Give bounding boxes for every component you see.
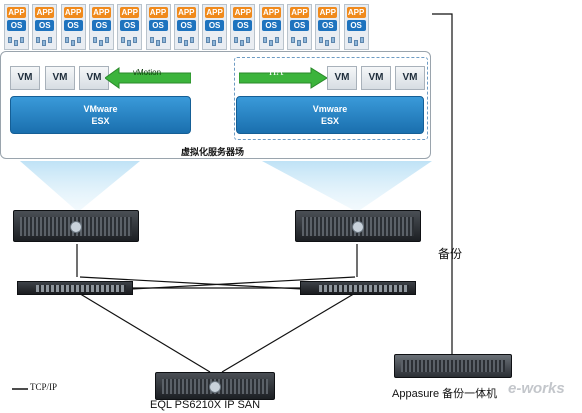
- os-label: OS: [176, 20, 196, 31]
- app-label: APP: [176, 7, 196, 18]
- server-farm-label: 虚拟化服务器场: [181, 147, 245, 157]
- san-label: EQL PS6210X IP SAN: [150, 399, 261, 411]
- app-label: APP: [7, 7, 26, 18]
- esx-label-line1: VMware: [83, 104, 118, 114]
- hardware-chips-icon: [149, 35, 168, 47]
- hardware-chips-icon: [318, 35, 337, 47]
- hardware-chips-icon: [233, 35, 252, 47]
- vm-box: VM: [10, 66, 40, 90]
- app-label: APP: [63, 7, 83, 18]
- app-os-tile: APP OS: [88, 4, 114, 50]
- app-label: APP: [346, 7, 366, 18]
- app-label: APP: [205, 7, 225, 18]
- app-label: APP: [120, 7, 140, 18]
- app-label: APP: [261, 7, 281, 18]
- hardware-chips-icon: [7, 35, 26, 47]
- right-projection-cone: [262, 161, 432, 212]
- right-esx-host: Vmware ESX: [236, 96, 424, 134]
- right-server: [295, 210, 421, 242]
- esx-label-line1: Vmware: [312, 104, 348, 114]
- os-label: OS: [290, 20, 309, 31]
- vmotion-label: vMotion: [133, 68, 162, 77]
- ha-label: HA: [269, 67, 284, 78]
- virtualization-server-farm: VM VM VM vMotion VMware ESX HA VM VM VM …: [0, 51, 431, 159]
- right-network-switch: [300, 281, 416, 295]
- app-os-tile: APP OS: [315, 4, 341, 50]
- app-os-tile: APP OS: [32, 4, 58, 50]
- hardware-chips-icon: [290, 35, 309, 47]
- os-label: OS: [205, 20, 225, 31]
- os-label: OS: [318, 20, 338, 31]
- os-label: OS: [91, 20, 111, 31]
- app-label: APP: [148, 7, 168, 18]
- os-label: OS: [63, 20, 83, 31]
- app-os-tile: APP OS: [343, 4, 369, 50]
- vm-box: VM: [45, 66, 75, 90]
- hardware-chips-icon: [64, 35, 83, 47]
- os-label: OS: [233, 20, 253, 31]
- appasure-label: Appasure 备份一体机: [392, 388, 498, 400]
- appasure-backup-appliance: [394, 354, 512, 378]
- hardware-chips-icon: [120, 35, 139, 47]
- ha-arrow: [239, 67, 327, 89]
- left-server: [13, 210, 139, 242]
- esx-label-line2: ESX: [320, 116, 339, 126]
- left-network-switch: [17, 281, 133, 295]
- left-esx-host: VMware ESX: [10, 96, 191, 134]
- app-label: APP: [35, 7, 55, 18]
- app-os-tile: APP OS: [117, 4, 143, 50]
- app-os-tile: APP OS: [4, 4, 29, 50]
- app-os-tile: APP OS: [258, 4, 284, 50]
- ha-group-outline: [234, 57, 428, 140]
- esx-label-line2: ESX: [91, 116, 110, 126]
- os-label: OS: [35, 20, 55, 31]
- os-label: OS: [7, 20, 26, 31]
- app-label: APP: [290, 7, 309, 18]
- os-label: OS: [346, 20, 366, 31]
- vm-box: VM: [395, 66, 425, 90]
- backup-line: [432, 13, 453, 357]
- link-line: [221, 291, 358, 373]
- hardware-chips-icon: [92, 35, 111, 47]
- hardware-chips-icon: [177, 35, 196, 47]
- app-label: APP: [318, 7, 338, 18]
- vm-box: VM: [327, 66, 357, 90]
- app-os-tile: APP OS: [202, 4, 228, 50]
- app-os-tile: APP OS: [287, 4, 312, 50]
- vm-box: VM: [361, 66, 391, 90]
- e-works-watermark: e-works: [508, 380, 565, 397]
- app-os-tile: APP OS: [60, 4, 86, 50]
- left-projection-cone: [20, 161, 140, 212]
- hardware-chips-icon: [347, 35, 366, 47]
- os-label: OS: [120, 20, 140, 31]
- hardware-chips-icon: [205, 35, 224, 47]
- hardware-chips-icon: [35, 35, 54, 47]
- app-label: APP: [233, 7, 253, 18]
- os-label: OS: [148, 20, 168, 31]
- backup-label: 备份: [438, 247, 463, 261]
- eql-san-storage: [155, 372, 275, 400]
- legend-tcpip-label: TCP/IP: [30, 382, 58, 392]
- hardware-chips-icon: [262, 35, 281, 47]
- vm-box: VM: [79, 66, 109, 90]
- app-os-tile: APP OS: [173, 4, 199, 50]
- app-os-tile: APP OS: [230, 4, 256, 50]
- link-line: [76, 291, 211, 373]
- vmotion-arrow: [105, 67, 191, 89]
- app-os-tile: APP OS: [145, 4, 171, 50]
- app-label: APP: [91, 7, 111, 18]
- os-label: OS: [261, 20, 281, 31]
